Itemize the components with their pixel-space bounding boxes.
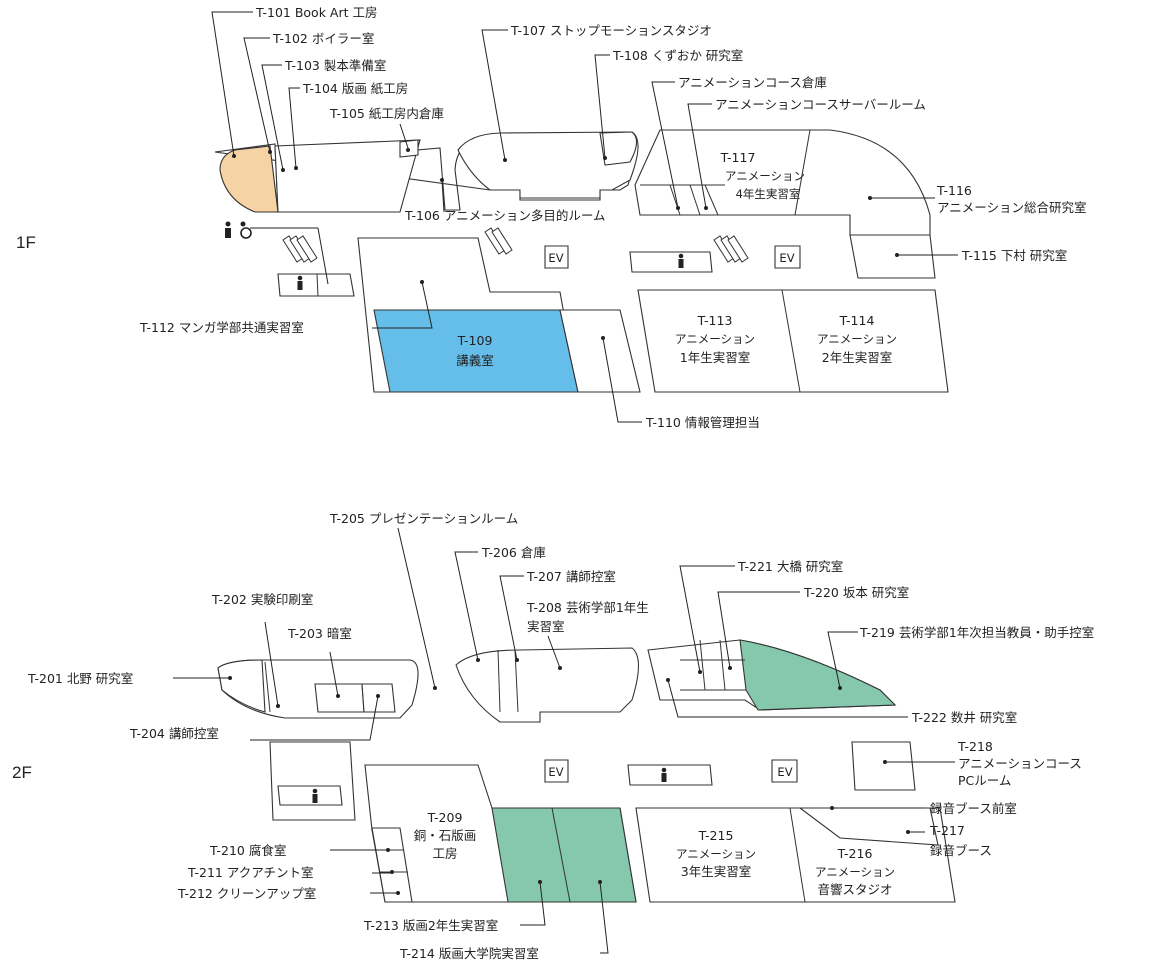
label-anim-storage: アニメーションコース倉庫 [678,75,827,90]
label-t207: T-207 講師控室 [526,569,616,584]
label-t208-a: T-208 芸術学部1年生 [526,600,649,615]
room-t218[interactable] [851,741,916,791]
room-t110[interactable] [559,309,641,393]
label-t213: T-213 版画2年生実習室 [363,918,498,933]
label-t221: T-221 大橋 研究室 [737,559,843,574]
label-t212: T-212 クリーンアップ室 [177,886,316,901]
label-t216-num: T-216 [837,846,873,861]
label-t114-course: アニメーション [817,332,897,346]
label-t202: T-202 実験印刷室 [211,592,313,607]
label-t209-num: T-209 [427,810,463,825]
ev-label-2f-b: EV [777,765,792,779]
label-t209-b: 工房 [432,846,457,861]
label-t201: T-201 北野 研究室 [27,671,133,686]
label-t206: T-206 倉庫 [481,545,546,560]
label-t218-course: アニメーションコース [958,756,1082,771]
floor-label-2f: 2F [12,763,32,782]
label-t102: T-102 ボイラー室 [272,31,374,46]
stairs-icon [282,227,749,263]
restroom-icon [297,253,684,290]
label-t103: T-103 製本準備室 [284,58,386,73]
label-t115: T-115 下村 研究室 [961,248,1067,263]
label-t116-name: アニメーション総合研究室 [937,200,1087,215]
floor1-south-east-block [637,289,949,393]
floor-label-1f: 1F [16,233,36,252]
elevator-2f-b [771,759,798,783]
label-t106: T-106 アニメーション多目的ルーム [404,208,605,223]
restroom-2f-west [277,785,343,806]
floor2-west-corridor [269,741,356,821]
label-t214: T-214 版画大学院実習室 [399,946,539,961]
label-t117-course: アニメーション [725,169,805,183]
label-t210: T-210 腐食室 [209,843,286,858]
label-t209-a: 銅・石版画 [414,828,477,843]
restroom-1f-east [629,251,713,273]
accessible-restroom-icon [225,221,252,239]
floor-1-map: EV EV 1F T-101 Book Art 工房 T-102 ボイラー室 T… [16,5,1087,430]
elevator-1f-b [774,245,801,269]
label-rec-front: 録音ブース前室 [930,801,1017,816]
label-t215-num: T-215 [698,828,734,843]
floor2-center-north-block [455,647,640,723]
label-t109-name: 講義室 [456,353,494,368]
label-t117-room: 4年生実習室 [736,187,801,201]
label-t116-num: T-116 [936,183,972,198]
label-t113-course: アニメーション [675,332,755,346]
label-t217-num: T-217 [929,823,965,838]
room-t201[interactable] [217,659,266,713]
label-t110: T-110 情報管理担当 [645,415,760,430]
label-t216-room: 音響スタジオ [817,882,892,897]
label-t215-course: アニメーション [676,847,756,861]
label-t219: T-219 芸術学部1年次担当教員・助手控室 [859,625,1094,640]
label-t216-course: アニメーション [815,865,895,879]
label-t109-num: T-109 [457,333,493,348]
t101-callout [211,11,253,158]
label-t114-room: 2年生実習室 [822,350,892,365]
room-t101[interactable] [219,145,279,213]
label-t218-room: PCルーム [958,773,1011,788]
elevator-2f-a [544,759,569,783]
label-t218-num: T-218 [957,739,993,754]
ev-label-2f-a: EV [548,765,563,779]
room-t203b [361,683,396,713]
label-t117-num: T-117 [720,150,756,165]
room-t104[interactable] [274,139,421,213]
room-t115[interactable] [849,234,936,279]
floor1-east-block [634,129,931,236]
label-t204: T-204 講師控室 [129,726,219,741]
label-t113-room: 1年生実習室 [680,350,750,365]
room-t108[interactable] [599,131,638,166]
room-t203[interactable] [314,683,365,713]
label-t203: T-203 暗室 [287,626,352,641]
floor-2-map: EV EV 2F T-205 プレゼンテーションルーム T-206 倉庫 T-2… [12,511,1094,961]
label-t222: T-222 数井 研究室 [911,710,1017,725]
restroom-1f-west [277,273,355,297]
label-t105: T-105 紙工房内倉庫 [329,106,444,121]
label-t104: T-104 版画 紙工房 [302,81,408,96]
label-t107: T-107 ストップモーションスタジオ [510,23,712,38]
room-t109[interactable] [373,309,579,393]
label-anim-server: アニメーションコースサーバールーム [715,97,926,112]
label-t205: T-205 プレゼンテーションルーム [329,511,518,526]
elevator-1f-a [544,245,569,269]
room-t210-t212[interactable] [371,827,413,903]
room-t219[interactable] [739,639,897,711]
label-t114-num: T-114 [839,313,875,328]
restroom-icon-2f [312,767,667,803]
label-t215-room: 3年生実習室 [681,864,751,879]
label-t108: T-108 くずおか 研究室 [612,48,743,63]
label-t220: T-220 坂本 研究室 [803,585,909,600]
label-t112: T-112 マンガ学部共通実習室 [139,320,304,335]
label-t101: T-101 Book Art 工房 [255,5,377,20]
ev-label-1f-a: EV [548,251,563,265]
label-t211: T-211 アクアチント室 [187,865,313,880]
label-t208-b: 実習室 [527,619,565,634]
label-t217-name: 録音ブース [930,843,992,858]
restroom-2f-east [627,764,713,786]
label-t113-num: T-113 [697,313,733,328]
ev-label-1f-b: EV [779,251,794,265]
room-t213-t214[interactable] [491,807,637,903]
